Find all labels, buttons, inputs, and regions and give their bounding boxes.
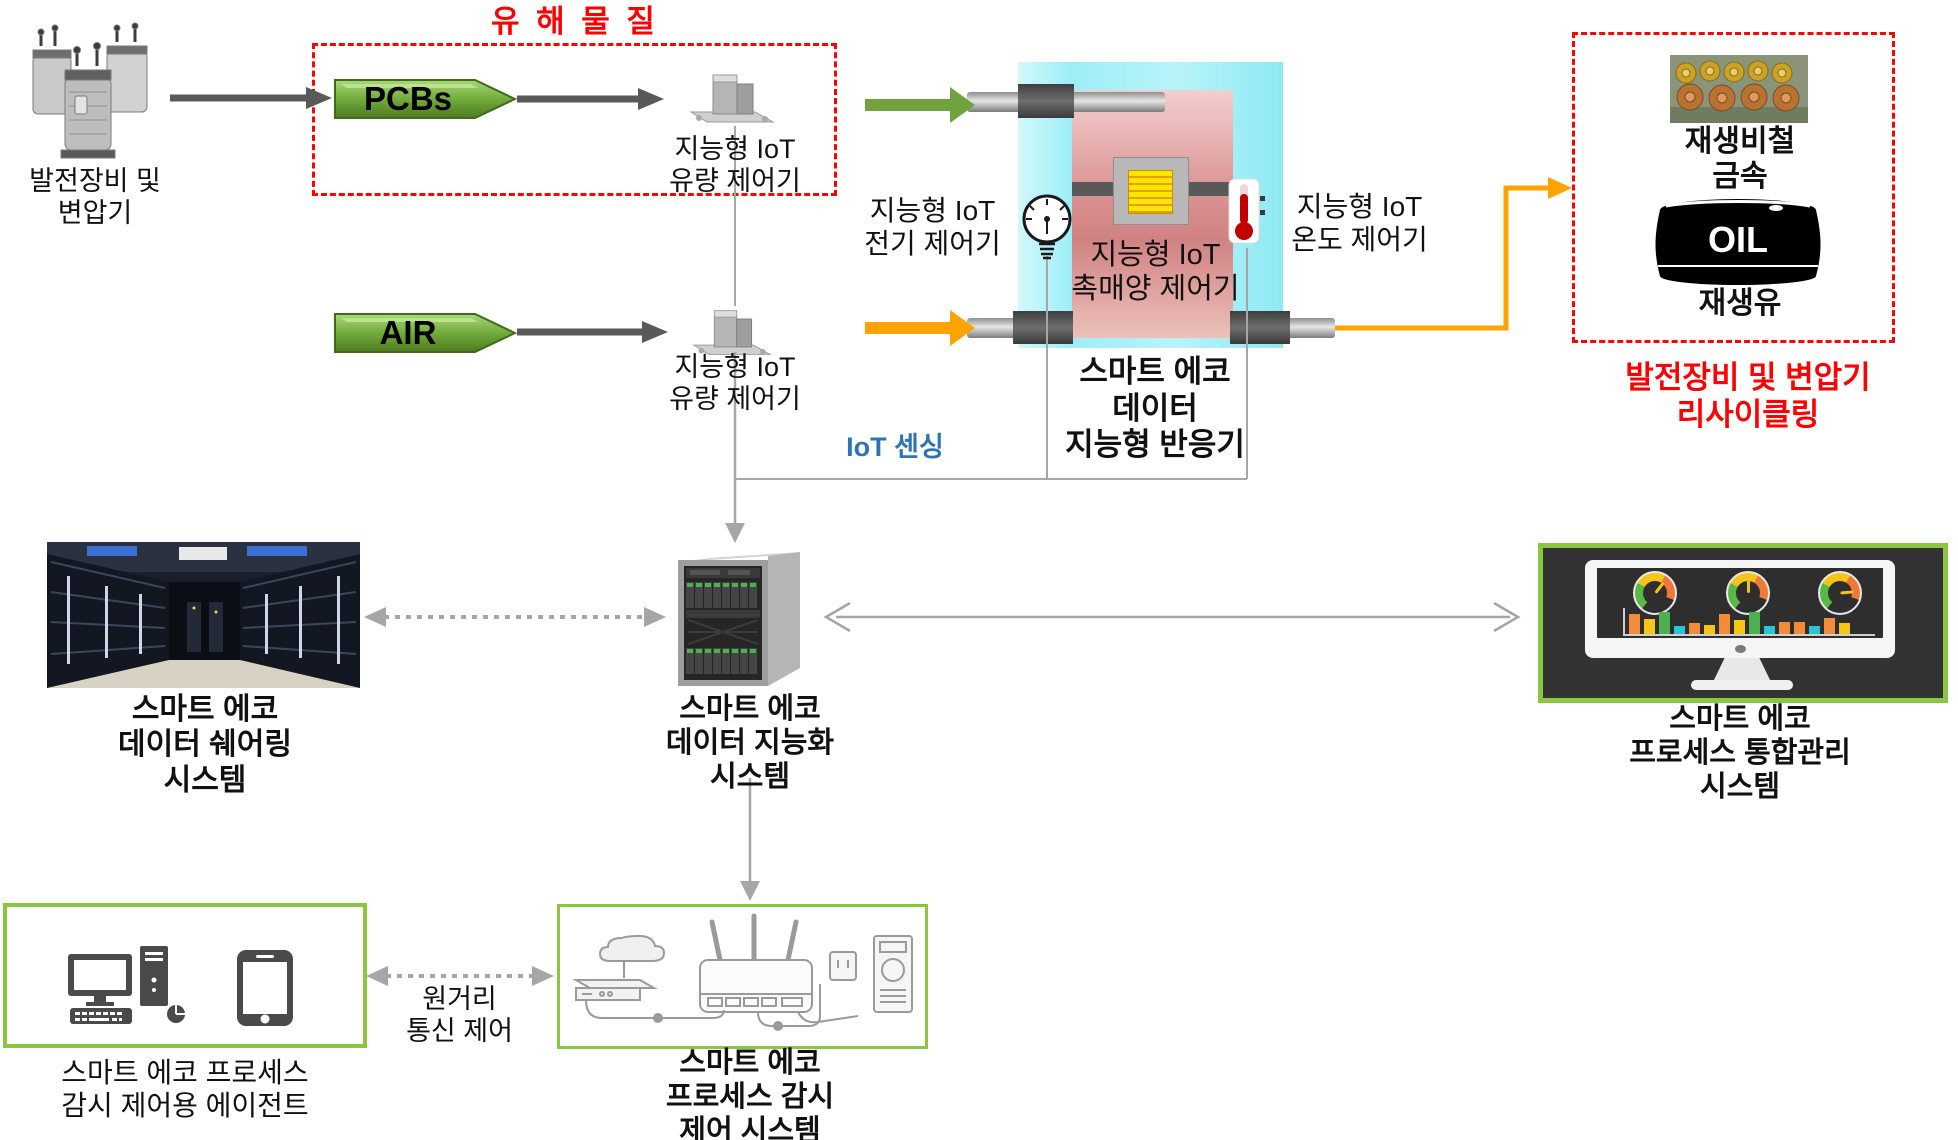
agent-box [3, 903, 367, 1048]
pipe-flange [1013, 311, 1073, 344]
datacenter-photo [47, 542, 360, 688]
dashboard-bar [1749, 612, 1760, 634]
arrow-air-to-flow2 [517, 321, 668, 343]
dashboard-bar [1734, 620, 1745, 634]
dashboard-bar [1644, 619, 1655, 634]
pcbs-label: PCBs [363, 80, 453, 117]
chart-axis [1623, 608, 1625, 634]
oil-label: 재생유 [1698, 287, 1782, 320]
arrow-source-to-pcbs [170, 87, 332, 109]
flow-controller-device-icon [692, 310, 773, 355]
dashboard-bar [1779, 622, 1790, 634]
green-feed-arrow [865, 87, 975, 123]
monitor-camera-dot [1735, 645, 1746, 653]
arrow-sensing-to-server [725, 352, 745, 543]
flow-controller-device-icon [689, 74, 775, 123]
arrow-server-to-monitoring [740, 778, 760, 901]
air-label: AIR [379, 314, 437, 351]
dashboard-bar-chart [1629, 610, 1850, 634]
desktop-computer-icon [68, 946, 185, 1024]
transformers-photo [32, 22, 148, 159]
chart-axis [1623, 634, 1875, 636]
copper-coils-photo [1670, 55, 1808, 123]
dashboard-bar [1839, 623, 1850, 634]
dashboard-bar [1704, 625, 1715, 634]
pipe-flange [1230, 311, 1290, 344]
air-block-arrow [334, 313, 518, 353]
double-arrow-server-monitor [823, 601, 1521, 633]
gauge-widget [1726, 571, 1770, 615]
hazard-box [312, 43, 837, 196]
dashboard-bar [1794, 622, 1805, 634]
dashboard-bar [1674, 626, 1685, 634]
recycle-box [1572, 32, 1895, 343]
dashboard-bar [1764, 626, 1775, 634]
dashboard-monitor-icon [1538, 543, 1948, 703]
thermometer-icon [1228, 178, 1265, 244]
router-diagram-icon [572, 913, 913, 1031]
dotted-arrow-sharing-server [364, 607, 666, 627]
pcbs-block-arrow [334, 79, 518, 119]
catalyst-grid-icon [1128, 170, 1173, 214]
dashboard-bar [1689, 623, 1700, 634]
orange-feed-arrow [865, 310, 975, 346]
server-tower-photo [678, 552, 800, 686]
arrow-pcbs-to-flow1 [517, 88, 664, 110]
hazard-title: 유 해 물 질 [491, 4, 659, 39]
oil-text: OIL [1708, 219, 1768, 260]
oil-drum-icon: OIL [1655, 199, 1821, 285]
gauge-widget [1633, 571, 1677, 615]
dashboard-bar [1659, 612, 1670, 634]
pipe-flange [1018, 84, 1074, 118]
dashboard-bar [1824, 618, 1835, 634]
iot-sensing-label: IoT 센싱 [846, 432, 944, 462]
dashboard-bar [1719, 614, 1730, 634]
gauge-icon [1022, 194, 1072, 260]
dashboard-bar [1629, 614, 1640, 634]
dashboard-bar [1809, 626, 1820, 634]
monitor-base [1691, 680, 1793, 690]
gauge-widget [1818, 571, 1862, 615]
dotted-arrow-agent-monitoring [366, 966, 554, 986]
smartphone-icon [237, 950, 293, 1026]
monitor-screen [1597, 568, 1883, 638]
arrow-reactor-to-recycle [1335, 177, 1572, 331]
monitor-frame [1585, 560, 1895, 658]
